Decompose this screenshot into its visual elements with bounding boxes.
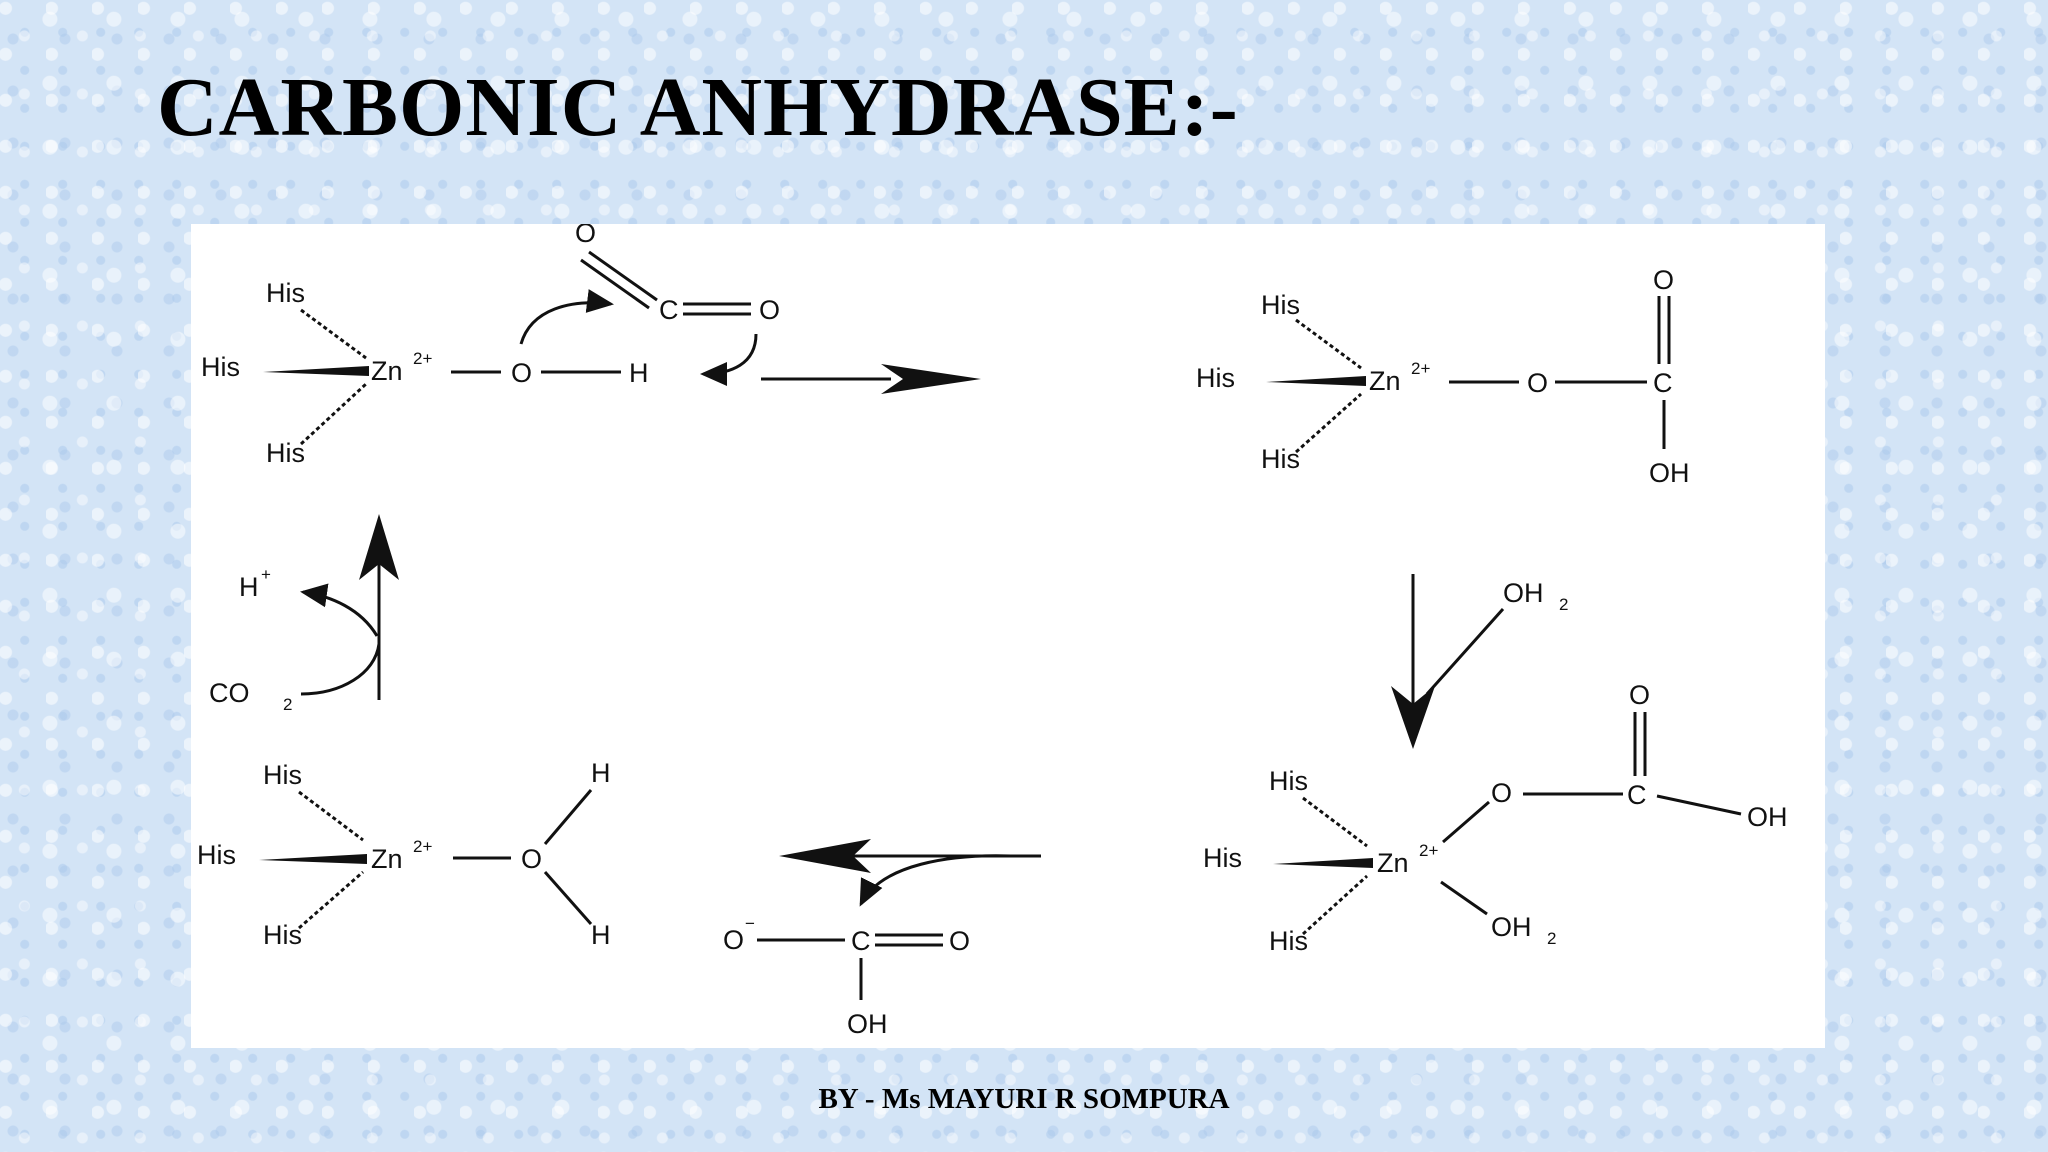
proton-release-co2-binding-arrow-up: H + CO 2 xyxy=(209,514,399,714)
hydroxyl-label: OH xyxy=(1649,458,1690,488)
his-label: His xyxy=(1261,444,1300,474)
zinc-bicarbonate-water-complex: His His His Zn 2+ O C O OH OH 2 xyxy=(1203,680,1788,956)
carbon-label: C xyxy=(851,926,871,956)
his-label: His xyxy=(263,760,302,790)
water-subscript: 2 xyxy=(1547,929,1556,948)
oxygen-label: O xyxy=(521,844,542,874)
oxygen-label: O xyxy=(949,926,970,956)
zinc-label: Zn xyxy=(1369,366,1401,396)
proton-label: H xyxy=(239,572,259,602)
his-label: His xyxy=(263,920,302,950)
zinc-charge: 2+ xyxy=(1411,359,1430,378)
reaction-arrow-right xyxy=(761,364,981,394)
oxygen-label: O xyxy=(759,295,780,325)
oxygen-label: O xyxy=(1491,778,1512,808)
plus-charge: + xyxy=(261,565,271,584)
zinc-charge: 2+ xyxy=(413,837,432,856)
water-entry-arrow-down: OH 2 xyxy=(1391,574,1568,749)
hydroxyl-label: OH xyxy=(1747,802,1788,832)
his-label: His xyxy=(1269,766,1308,796)
carbon-label: C xyxy=(1627,780,1647,810)
zinc-charge: 2+ xyxy=(413,349,432,368)
his-label: His xyxy=(1261,290,1300,320)
oxygen-label: O xyxy=(1629,680,1650,710)
oxygen-anion-label: O xyxy=(723,925,744,955)
water-label: OH xyxy=(1491,912,1532,942)
hydrogen-label: H xyxy=(591,758,611,788)
hydroxyl-label: OH xyxy=(847,1009,888,1039)
minus-charge: − xyxy=(745,914,755,933)
slide-title: CARBONIC ANHYDRASE:- xyxy=(157,61,1239,154)
oxygen-label: O xyxy=(1527,368,1548,398)
zinc-hydroxide-co2-complex: His His His Zn 2+ O H O C O xyxy=(201,224,780,468)
zinc-label: Zn xyxy=(371,356,403,386)
mechanism-svg: His His His Zn 2+ O H O C O xyxy=(197,224,1788,1039)
his-label: His xyxy=(197,840,236,870)
carbon-dioxide-label: CO xyxy=(209,678,250,708)
oxygen-label: O xyxy=(1653,265,1674,295)
author-credit: BY - Ms MAYURI R SOMPURA xyxy=(818,1083,1230,1115)
bicarbonate-release-arrow-left: O − C O OH xyxy=(723,839,1041,1039)
water-subscript: 2 xyxy=(1559,595,1568,614)
his-label: His xyxy=(266,278,305,308)
his-label: His xyxy=(1196,363,1235,393)
his-label: His xyxy=(201,352,240,382)
zinc-water-complex: His His His Zn 2+ O H H xyxy=(197,758,611,950)
zinc-bicarbonate-complex: His His His Zn 2+ O C O OH xyxy=(1196,265,1690,488)
water-label: OH xyxy=(1503,578,1544,608)
hydrogen-label: H xyxy=(591,920,611,950)
zinc-label: Zn xyxy=(371,844,403,874)
his-label: His xyxy=(1269,926,1308,956)
zinc-label: Zn xyxy=(1377,848,1409,878)
hydrogen-label: H xyxy=(629,358,649,388)
zinc-charge: 2+ xyxy=(1419,841,1438,860)
oxygen-label: O xyxy=(575,224,596,248)
his-label: His xyxy=(1203,843,1242,873)
reaction-mechanism-diagram: His His His Zn 2+ O H O C O xyxy=(191,224,1825,1048)
carbon-dioxide-subscript: 2 xyxy=(283,695,292,714)
oxygen-label: O xyxy=(511,358,532,388)
carbon-label: C xyxy=(659,295,679,325)
carbon-label: C xyxy=(1653,368,1673,398)
his-label: His xyxy=(266,438,305,468)
